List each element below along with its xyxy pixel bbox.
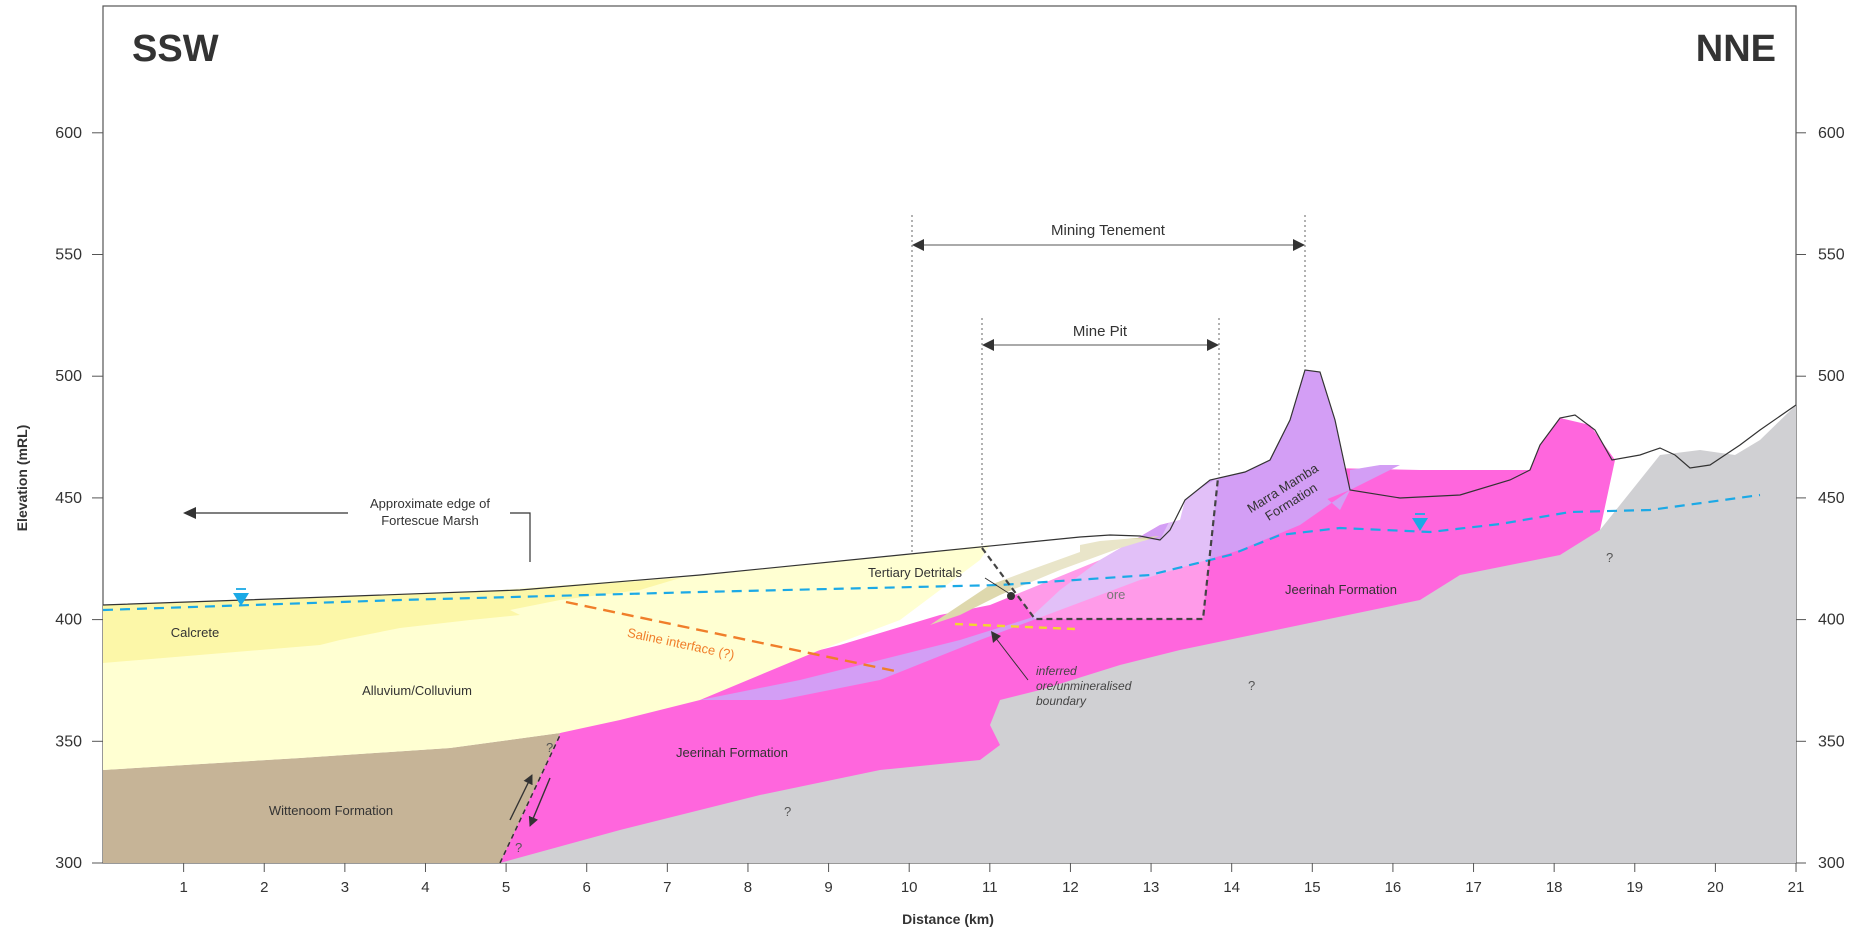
x-tick-label: 10 bbox=[901, 879, 918, 896]
water-table-line bbox=[102, 493, 1761, 612]
y-tick-label-right: 400 bbox=[1818, 612, 1845, 629]
x-tick-label: 4 bbox=[421, 879, 429, 896]
y-tick-label: 400 bbox=[55, 612, 82, 629]
x-tick-label: 16 bbox=[1385, 879, 1402, 896]
question-mark: ? bbox=[1606, 550, 1613, 565]
x-tick-label: 7 bbox=[663, 879, 671, 896]
alluvium-label: Alluvium/Colluvium bbox=[362, 683, 472, 698]
x-tick-label: 11 bbox=[982, 879, 998, 896]
pit-arrow-right bbox=[1207, 339, 1219, 351]
inferred-label-line1: inferred bbox=[1036, 664, 1077, 678]
y-tick-label: 550 bbox=[55, 247, 82, 264]
wittenoom-label: Wittenoom Formation bbox=[269, 803, 393, 818]
inferred-callout-line bbox=[994, 636, 1029, 681]
inferred-boundary-line bbox=[954, 622, 1076, 631]
y-tick-label-right: 500 bbox=[1818, 368, 1845, 385]
y-tick-label: 500 bbox=[55, 368, 82, 385]
fault-line bbox=[499, 732, 562, 864]
calcrete bbox=[103, 578, 680, 663]
x-tick-label: 8 bbox=[744, 879, 752, 896]
y-tick-label: 300 bbox=[55, 855, 82, 872]
inferred-label-line2: ore/unmineralised bbox=[1036, 679, 1132, 693]
question-mark: ? bbox=[515, 840, 522, 855]
mine-pit-outline bbox=[981, 477, 1220, 621]
tertiary-detritals-label: Tertiary Detritals bbox=[868, 565, 962, 580]
geology-layers bbox=[103, 370, 1796, 863]
pit-arrow-left bbox=[982, 339, 994, 351]
marsh-label-line1: Approximate edge of bbox=[370, 496, 490, 511]
direction-left: SSW bbox=[132, 28, 219, 70]
fault-arrow-up bbox=[509, 774, 533, 821]
x-tick-label: 12 bbox=[1062, 879, 1079, 896]
y-tick-label: 450 bbox=[55, 490, 82, 507]
ground-surface-line bbox=[102, 369, 1797, 606]
jeerinah-upper-label: Jeerinah Formation bbox=[1285, 582, 1397, 597]
ore-label: ore bbox=[1107, 587, 1126, 602]
jeerinah-lower-label: Jeerinah Formation bbox=[676, 745, 788, 760]
x-tick-label: 15 bbox=[1304, 879, 1321, 896]
y-tick-label-right: 550 bbox=[1818, 247, 1845, 264]
x-tick-label: 17 bbox=[1465, 879, 1482, 896]
marsh-arrow-head bbox=[183, 507, 196, 519]
x-tick-label: 14 bbox=[1223, 879, 1240, 896]
y-tick-label-right: 450 bbox=[1818, 490, 1845, 507]
tenement-arrow-right bbox=[1293, 239, 1305, 251]
tenement-arrow-left bbox=[912, 239, 924, 251]
x-tick-label: 5 bbox=[502, 879, 510, 896]
question-mark: ? bbox=[546, 740, 553, 755]
inferred-callout-arrow bbox=[991, 631, 1001, 643]
y-tick-label-right: 600 bbox=[1818, 125, 1845, 142]
tertiary-callout-dot bbox=[1007, 592, 1015, 600]
mine-pit-label: Mine Pit bbox=[1073, 323, 1128, 340]
wittenoom-formation bbox=[103, 733, 560, 863]
x-tick-label: 18 bbox=[1546, 879, 1563, 896]
x-tick-label: 20 bbox=[1707, 879, 1724, 896]
calcrete-label: Calcrete bbox=[171, 625, 219, 640]
y-axis-left: 300 350 400 450 500 550 600 bbox=[55, 125, 103, 872]
y-axis-right: 300 350 400 450 500 550 600 bbox=[1796, 125, 1845, 872]
x-tick-label: 19 bbox=[1626, 879, 1643, 896]
x-axis-title: Distance (km) bbox=[902, 911, 994, 927]
x-tick-label: 6 bbox=[583, 879, 591, 896]
fault-arrow-down bbox=[528, 777, 551, 827]
y-tick-label: 350 bbox=[55, 733, 82, 750]
x-tick-label: 3 bbox=[341, 879, 349, 896]
jeerinah-formation bbox=[500, 418, 1615, 863]
direction-right: NNE bbox=[1696, 28, 1776, 70]
x-tick-label: 21 bbox=[1788, 879, 1805, 896]
question-mark: ? bbox=[784, 804, 791, 819]
y-tick-label-right: 300 bbox=[1818, 855, 1845, 872]
x-tick-label: 9 bbox=[824, 879, 832, 896]
marsh-bracket bbox=[510, 512, 531, 562]
y-tick-label: 600 bbox=[55, 125, 82, 142]
question-mark: ? bbox=[1248, 678, 1255, 693]
y-tick-label-right: 350 bbox=[1818, 733, 1845, 750]
x-tick-label: 13 bbox=[1143, 879, 1160, 896]
marra-mamba-peak bbox=[1180, 370, 1350, 530]
pit-area-overlay bbox=[982, 478, 1218, 619]
marsh-label-line2: Fortescue Marsh bbox=[381, 513, 479, 528]
x-tick-label: 1 bbox=[179, 879, 187, 896]
tertiary-detritals bbox=[930, 536, 1160, 625]
water-table-marker-left bbox=[233, 588, 249, 606]
inferred-label-line3: boundary bbox=[1036, 694, 1087, 708]
x-tick-label: 2 bbox=[260, 879, 268, 896]
y-axis-title: Elevation (mRL) bbox=[14, 425, 30, 532]
mining-tenement-label: Mining Tenement bbox=[1051, 222, 1166, 239]
tertiary-callout-line bbox=[984, 577, 1011, 595]
water-table-marker-right bbox=[1412, 513, 1428, 531]
